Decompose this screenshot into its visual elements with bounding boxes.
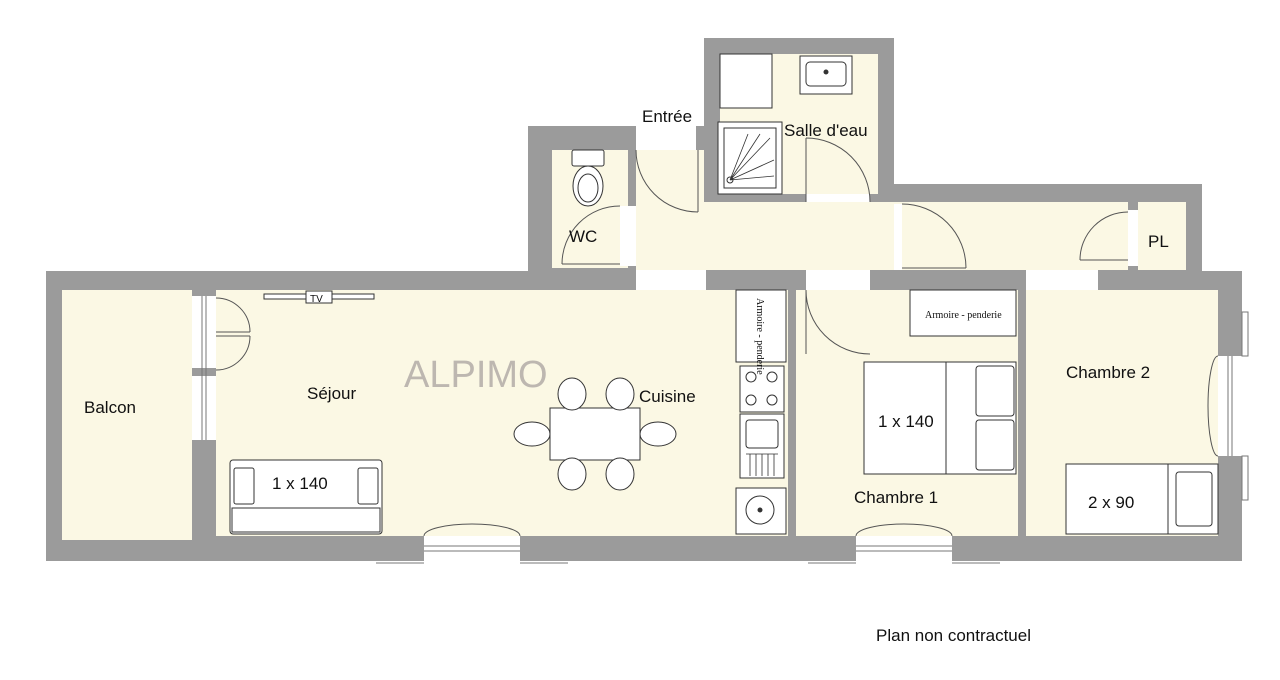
- chair: [639, 421, 677, 447]
- label-entree: Entrée: [642, 107, 692, 126]
- label-balcon: Balcon: [84, 398, 136, 417]
- window-frames-right: [1241, 311, 1249, 501]
- chair: [605, 457, 635, 491]
- chair: [557, 377, 587, 411]
- doorway-pl: [1128, 210, 1138, 266]
- disclaimer-note: Plan non contractuel: [876, 626, 1031, 645]
- window-chambre1: [856, 536, 952, 561]
- entry-door-opening: [636, 126, 696, 150]
- kitchen-wardrobe: [735, 289, 787, 363]
- dining-table: [549, 407, 641, 461]
- label-sejour: Séjour: [307, 384, 356, 403]
- openings: [192, 126, 1242, 561]
- doorway-wc: [620, 206, 636, 266]
- floor-pl: [1138, 202, 1186, 270]
- chair: [513, 421, 551, 447]
- toilet-icon: [571, 149, 605, 207]
- label-cuisine: Cuisine: [639, 387, 696, 406]
- label-salle-deau: Salle d'eau: [784, 121, 868, 140]
- bathroom-fixtures: [717, 53, 853, 195]
- label-pl: PL: [1148, 232, 1169, 251]
- label-bed-chambre1: 1 x 140: [878, 412, 934, 431]
- watermark: ALPIMO: [404, 354, 548, 396]
- sofa-bed-icon: [229, 459, 383, 535]
- tv-icon: [263, 290, 375, 304]
- window-sejour: [424, 536, 520, 561]
- kitchen-fixtures: [735, 289, 787, 535]
- label-bed-chambre2: 2 x 90: [1088, 493, 1134, 512]
- label-chambre1: Chambre 1: [854, 488, 938, 507]
- window-balcon-2: [192, 376, 216, 440]
- storage-nook: [719, 53, 773, 109]
- door-swings: [215, 137, 1219, 537]
- window-chambre2-right: [1218, 356, 1242, 456]
- label-sofa-bed: 1 x 140: [272, 474, 328, 493]
- dining-set: [513, 377, 677, 491]
- window-balcon-1: [192, 296, 216, 368]
- window-glazing: [201, 296, 1233, 564]
- chambre1-wardrobe: [909, 289, 1017, 337]
- doorway-chambre2: [1026, 270, 1098, 290]
- floor-corridor: [636, 202, 1128, 270]
- label-wardrobe-kitchen: Armoire - penderie: [754, 298, 765, 375]
- label-chambre2: Chambre 2: [1066, 363, 1150, 382]
- chambre2-furniture: [1065, 463, 1219, 535]
- chambre1-furniture: [863, 289, 1017, 475]
- label-wardrobe-chambre1: Armoire - penderie: [925, 310, 1002, 321]
- label-tv: TV: [310, 294, 323, 305]
- chair: [605, 377, 635, 411]
- floor-balcon: [62, 290, 192, 540]
- doorway-chambre1: [806, 270, 870, 290]
- doorway-bath: [806, 194, 870, 202]
- doorway-corridor: [894, 204, 902, 270]
- chair: [557, 457, 587, 491]
- label-wc: WC: [569, 227, 597, 246]
- doorway-sejour: [636, 270, 706, 290]
